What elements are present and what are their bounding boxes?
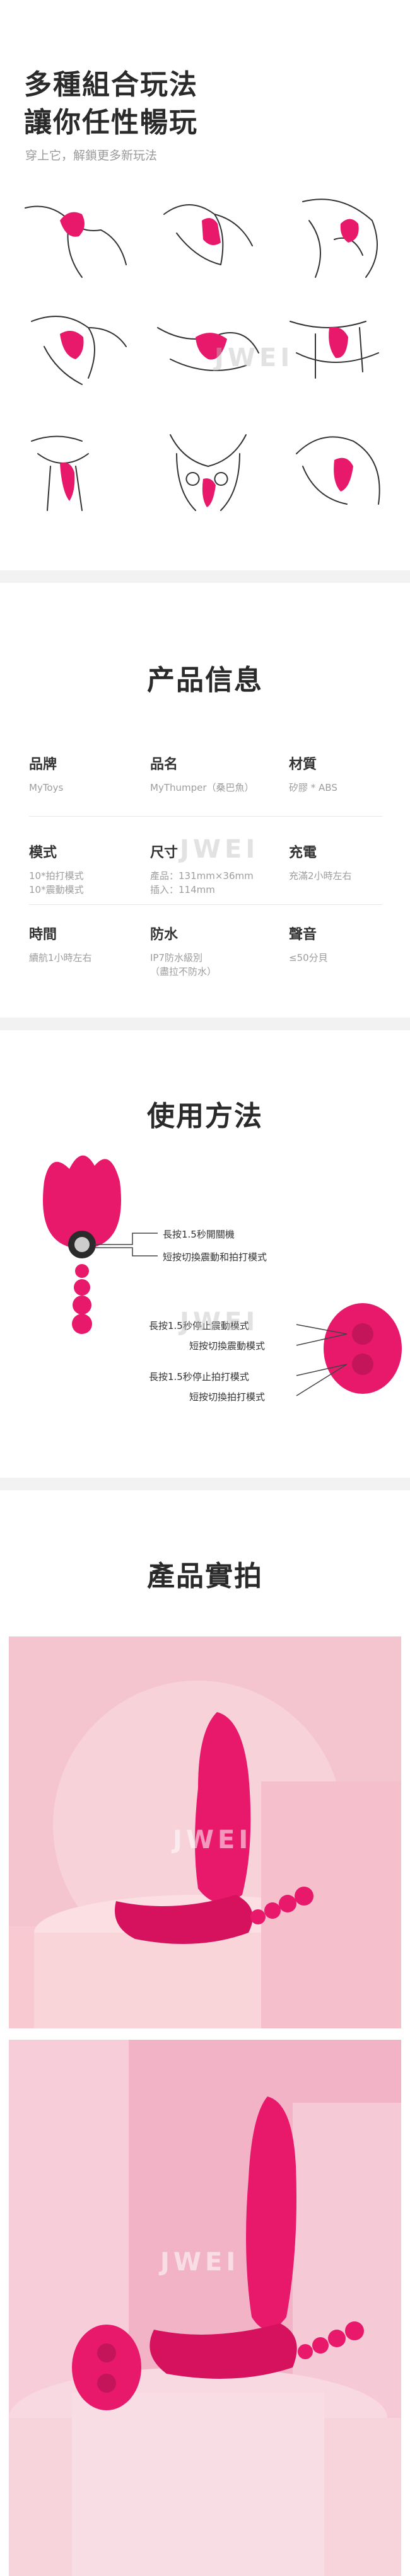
illustration-4: [31, 316, 127, 385]
spec-material: 材質 矽膠 * ABS: [289, 753, 396, 795]
spec-label: 聲音: [289, 927, 317, 943]
intro-subtitle: 穿上它，解鎖更多新玩法: [25, 149, 158, 163]
spec-value: 充滿2小時左右: [289, 870, 352, 882]
spec-divider: [29, 816, 382, 817]
watermark-2: JWEI: [180, 835, 259, 864]
usage-illustrations: [25, 198, 380, 511]
spec-value: MyThumper（桑巴魚）: [150, 782, 254, 793]
product-photo-1: JWEI: [9, 1636, 401, 2028]
section-separator-1: [0, 570, 410, 583]
spec-value: IP7防水級別 （盡拉不防水）: [150, 952, 217, 977]
illustration-8: [170, 434, 247, 511]
illustration-9: [296, 436, 380, 505]
illustration-6: [290, 321, 379, 379]
section-separator-3: [0, 1478, 410, 1490]
spec-divider: [29, 904, 382, 905]
remote-label-2: 短按切換震動模式: [189, 1340, 266, 1352]
specs-title: 产品信息: [147, 664, 263, 696]
device-label-mode: 短按切換震動和拍打模式: [163, 1251, 267, 1263]
watermark-5: JWEI: [160, 2248, 240, 2277]
spec-label: 時間: [29, 927, 57, 943]
spec-value: 10*拍打模式 10*震動模式: [29, 870, 84, 895]
specs-section: 产品信息 品牌 MyToys 品名 MyThumper（桑巴魚） 材質 矽膠 *…: [0, 583, 410, 1024]
product-photo-2: JWEI: [9, 2040, 401, 2576]
intro-title-line1: 多種組合玩法: [24, 69, 198, 101]
illustration-2: [163, 204, 253, 265]
watermark-4: JWEI: [173, 1826, 252, 1854]
device-label-power: 長按1.5秒開關機: [163, 1229, 235, 1240]
photo-1-scene: [9, 1636, 401, 2028]
spec-charge: 充電 充滿2小時左右: [289, 841, 396, 883]
photos-section: 產品實拍 JWEI: [0, 1490, 410, 2576]
remote-label-3: 長按1.5秒停止拍打模式: [149, 1371, 249, 1383]
spec-label: 充電: [289, 845, 317, 861]
spec-value: 續航1小時左右: [29, 952, 92, 963]
intro-section: 多種組合玩法 讓你任性暢玩 穿上它，解鎖更多新玩法: [0, 0, 410, 580]
photo-2-scene: [9, 2040, 401, 2576]
usage-title: 使用方法: [147, 1100, 263, 1132]
spec-label: 材質: [289, 757, 317, 773]
spec-value: 產品：131mm×36mm 插入：114mm: [150, 870, 254, 895]
device-diagram: [43, 1155, 402, 1396]
spec-value: 矽膠 * ABS: [289, 782, 337, 793]
illustration-1: [25, 205, 127, 278]
illustration-5: [157, 327, 259, 371]
spec-label: 防水: [150, 927, 179, 943]
spec-label: 品牌: [29, 757, 57, 773]
spec-value: ≤50分貝: [289, 952, 328, 963]
section-separator-2: [0, 1018, 410, 1030]
remote-label-4: 短按切換拍打模式: [189, 1391, 266, 1403]
remote-label-1: 長按1.5秒停止震動模式: [149, 1320, 249, 1331]
usage-section: 使用方法 長按1.5秒開關機 短按切換震動和拍打模式 長按1.5秒停止震動模式 …: [0, 1030, 410, 1484]
illustration-7: [31, 435, 89, 511]
watermark-3: JWEI: [180, 1308, 259, 1337]
spec-brand: 品牌 MyToys: [29, 753, 136, 795]
spec-label: 尺寸: [150, 845, 179, 861]
illustration-3: [302, 198, 378, 278]
photos-title: 產品實拍: [147, 1560, 263, 1592]
spec-mode: 模式 10*拍打模式 10*震動模式: [29, 841, 136, 897]
spec-sound: 聲音 ≤50分貝: [289, 923, 396, 965]
spec-name: 品名 MyThumper（桑巴魚）: [150, 753, 276, 795]
spec-label: 品名: [150, 757, 179, 773]
spec-size: 尺寸 產品：131mm×36mm 插入：114mm: [150, 841, 276, 897]
spec-time: 時間 續航1小時左右: [29, 923, 136, 965]
watermark-1: JWEI: [214, 343, 294, 372]
intro-title-line2: 讓你任性暢玩: [24, 106, 198, 139]
spec-label: 模式: [29, 845, 57, 861]
spec-value: MyToys: [29, 782, 64, 793]
spec-waterproof: 防水 IP7防水級別 （盡拉不防水）: [150, 923, 276, 979]
